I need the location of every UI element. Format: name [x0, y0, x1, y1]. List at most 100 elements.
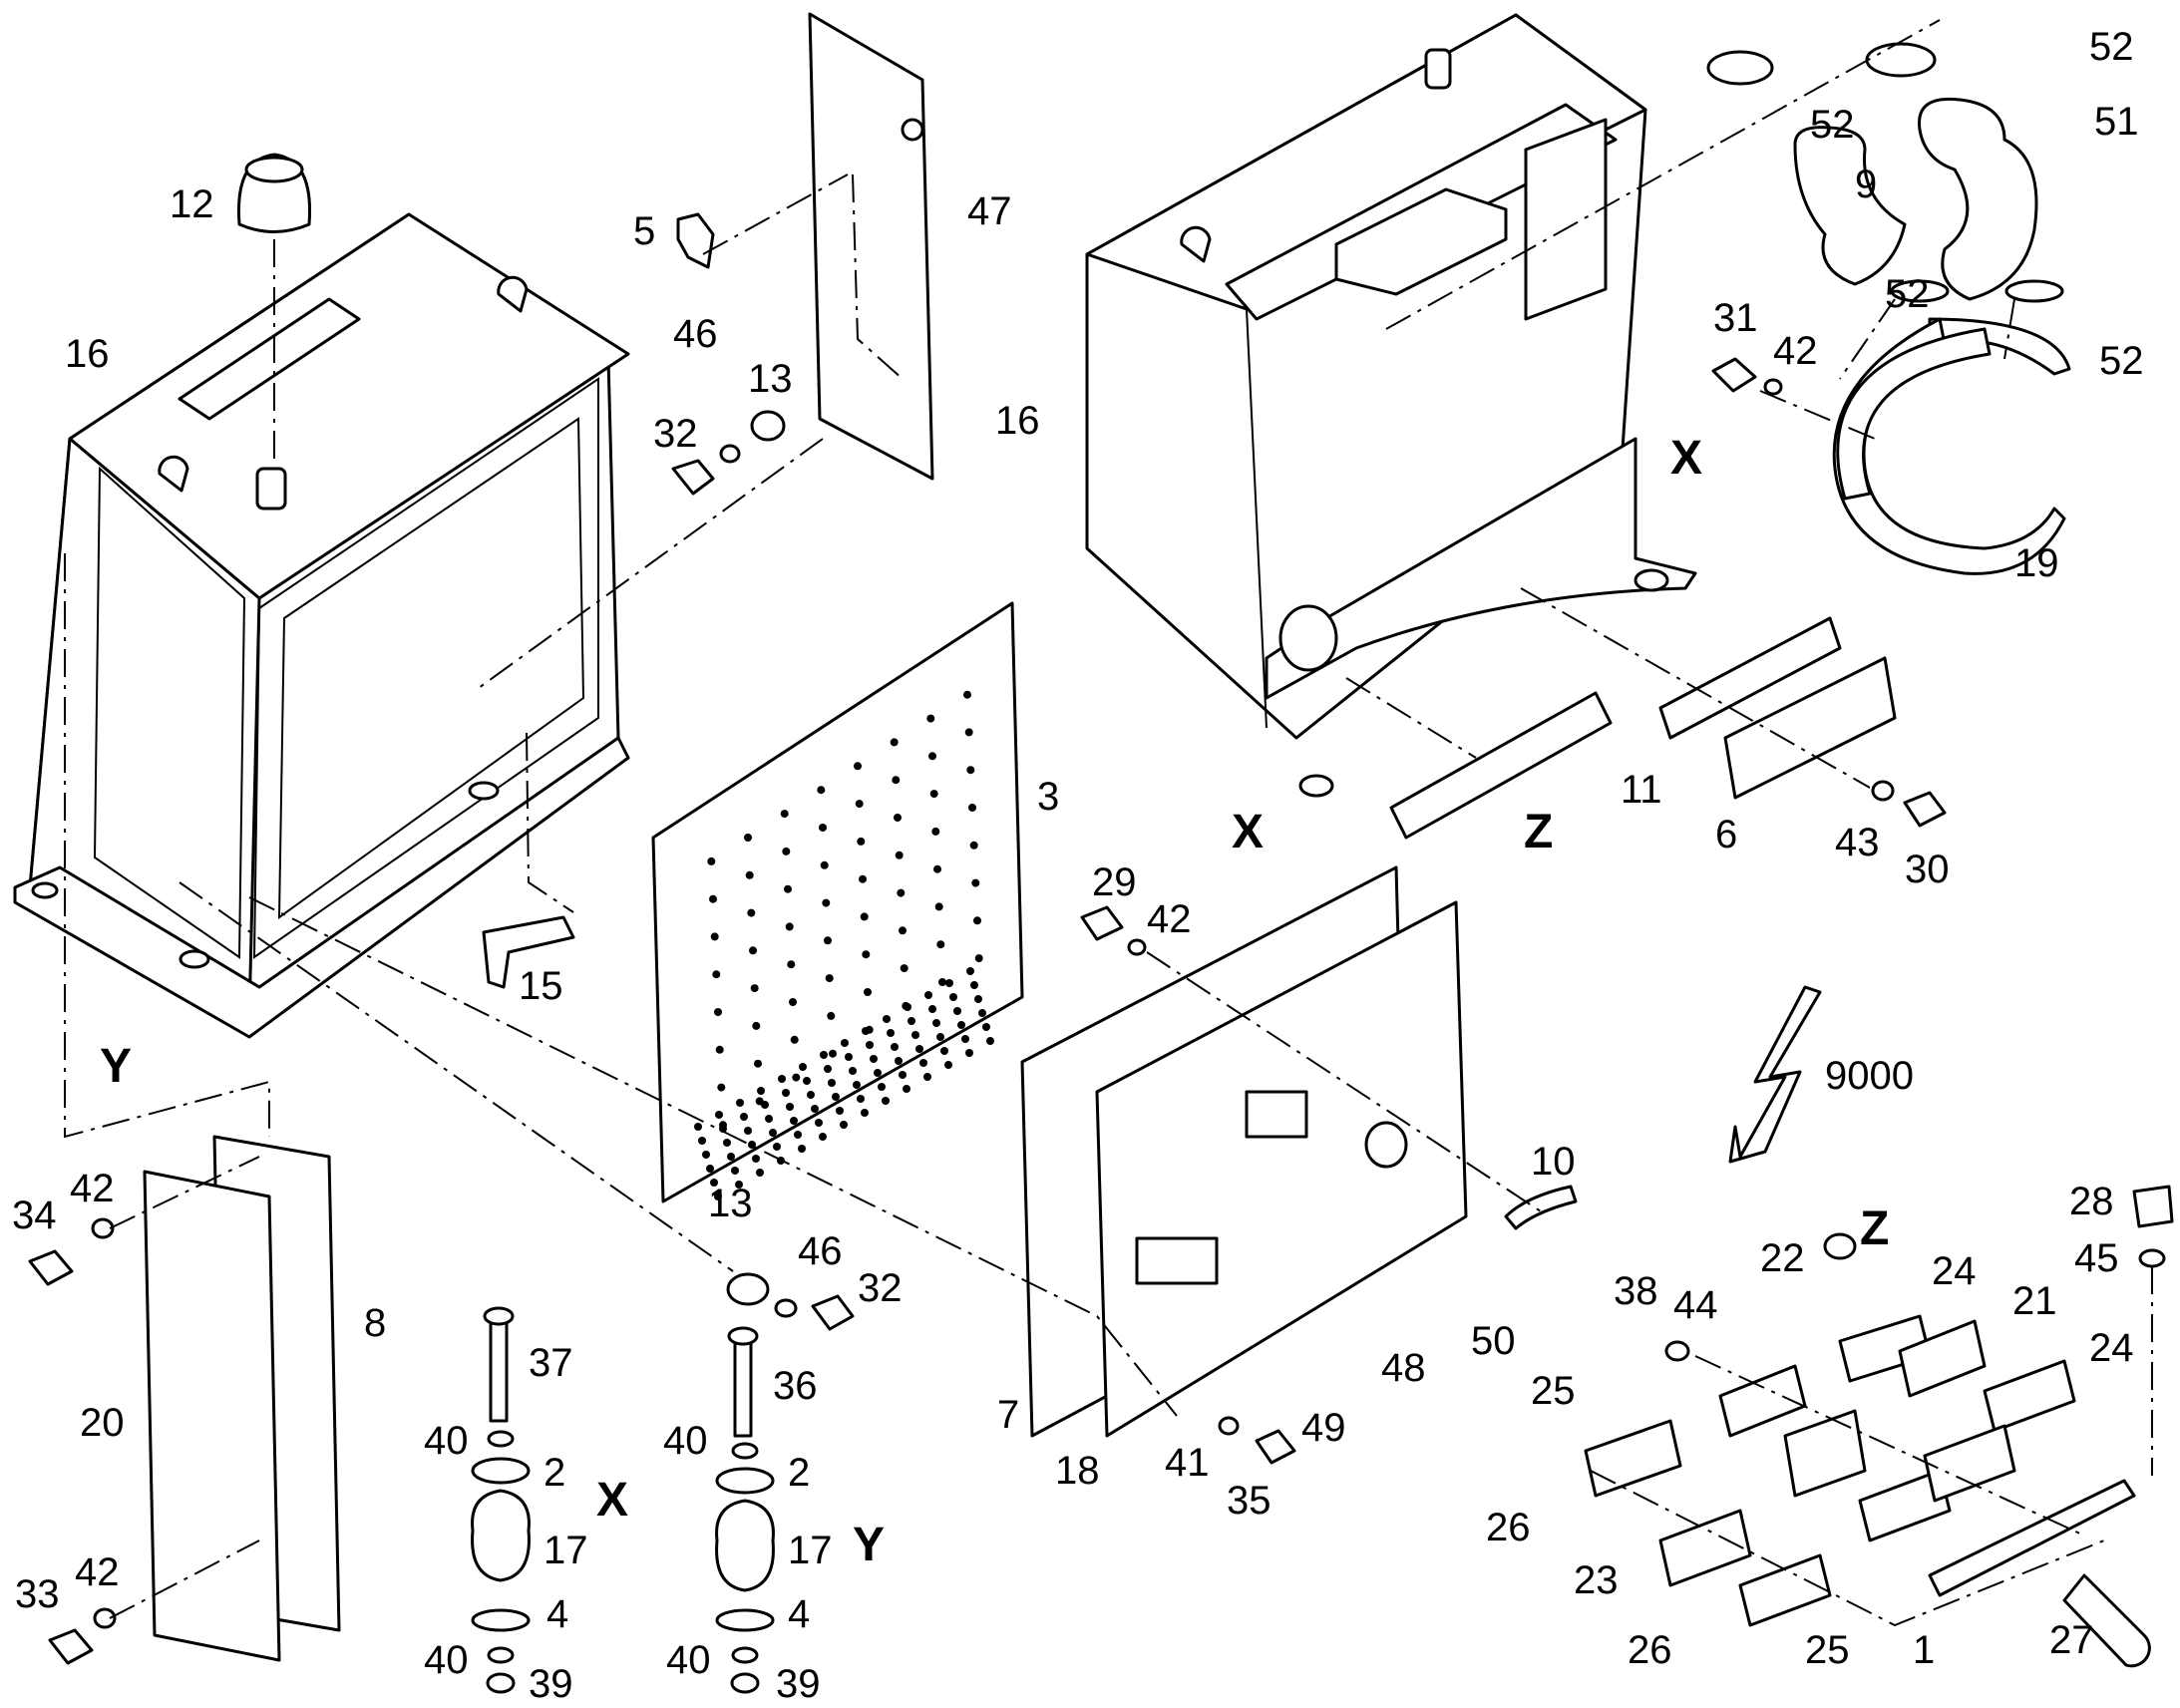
callout-3: 3 [1037, 775, 1059, 819]
callout-10: 10 [1531, 1140, 1576, 1184]
callout-26a: 26 [1486, 1506, 1531, 1549]
callout-23: 23 [1574, 1558, 1619, 1602]
callout-37: 37 [529, 1341, 573, 1385]
z-detail-parts [1584, 1185, 2174, 1668]
lock-50 [1364, 1121, 1408, 1169]
callout-27: 27 [2049, 1618, 2094, 1662]
callout-25b: 25 [1805, 1628, 1850, 1672]
callout-17b: 17 [788, 1529, 833, 1572]
callout-42d: 42 [75, 1550, 120, 1594]
callout-13b: 13 [708, 1182, 753, 1225]
callout-43: 43 [1835, 821, 1880, 864]
mark-x-bottom: X [1232, 806, 1264, 858]
callout-52b: 52 [1810, 103, 1855, 147]
bolt-33 [48, 1628, 94, 1665]
section-marks: X X Z Y X Y Z [100, 432, 1889, 1571]
callout-9: 9 [1855, 163, 1877, 206]
callout-32b: 32 [858, 1266, 903, 1310]
label-48 [1245, 1090, 1308, 1139]
callout-46b: 46 [798, 1229, 843, 1273]
callout-39a: 39 [529, 1662, 573, 1706]
bolt-30 [1903, 791, 1947, 828]
callout-39b: 39 [776, 1662, 821, 1706]
callout-26b: 26 [1628, 1628, 1672, 1672]
mark-z-main: Z [1524, 806, 1553, 858]
handle-10 [1504, 1185, 1578, 1230]
washer-46a [719, 444, 741, 464]
callout-15: 15 [519, 964, 563, 1008]
callout-labels: 12 16 5 47 46 13 32 15 16 52 52 51 9 52 … [12, 25, 2144, 1706]
washer-46b [774, 1298, 798, 1318]
callout-48: 48 [1381, 1346, 1426, 1390]
callout-4a: 4 [546, 1592, 568, 1636]
callout-40c: 40 [663, 1419, 708, 1463]
cap-12 [236, 153, 312, 233]
washer-13a [750, 410, 786, 442]
washer-42d [93, 1607, 117, 1629]
callout-45: 45 [2074, 1236, 2119, 1280]
washer-42a [1763, 378, 1783, 396]
callout-30: 30 [1905, 848, 1950, 891]
mark-x-mount: X [596, 1474, 628, 1527]
callout-24b: 24 [2089, 1326, 2134, 1370]
callout-49: 49 [1301, 1406, 1346, 1450]
cable-entry-strip-z [1389, 691, 1613, 840]
callout-50: 50 [1471, 1319, 1516, 1363]
leader-lines [64, 19, 2153, 1627]
washer-42c [91, 1217, 115, 1239]
callout-7: 7 [997, 1393, 1019, 1437]
callout-47: 47 [967, 189, 1012, 233]
bolt-31 [1711, 357, 1757, 393]
callout-52a: 52 [2089, 25, 2134, 69]
callout-5: 5 [633, 209, 655, 253]
callout-12: 12 [170, 182, 214, 226]
callout-21: 21 [2012, 1279, 2057, 1323]
bolt-35 [1255, 1429, 1296, 1465]
callout-11: 11 [1621, 768, 1662, 812]
callout-31: 31 [1713, 296, 1758, 340]
callout-34: 34 [12, 1194, 57, 1237]
callout-28: 28 [2069, 1180, 2114, 1223]
bolt-32a [671, 459, 715, 496]
plate-6 [1723, 656, 1897, 800]
callout-35: 35 [1227, 1479, 1272, 1523]
callout-41: 41 [1165, 1441, 1210, 1485]
cabinet-housing-rear [1085, 13, 1697, 798]
cover-20 [143, 1170, 281, 1662]
callout-42c: 42 [70, 1167, 115, 1210]
perforated-panel-3 [651, 601, 1024, 1203]
callout-32a: 32 [653, 412, 698, 456]
callout-24a: 24 [1932, 1249, 1977, 1293]
callout-19: 19 [2014, 541, 2059, 585]
callout-6: 6 [1715, 813, 1737, 856]
washer-42b [1127, 938, 1147, 956]
washer-43 [1871, 780, 1895, 802]
callout-44: 44 [1673, 1283, 1718, 1327]
callout-46a: 46 [673, 312, 718, 356]
mark-x-top: X [1670, 432, 1702, 485]
callout-42a: 42 [1773, 329, 1818, 373]
bolt-29 [1080, 905, 1124, 941]
mount-assembly-y [715, 1326, 775, 1694]
callout-52d: 52 [2099, 339, 2144, 383]
clip-15 [482, 915, 575, 989]
callout-1: 1 [1913, 1628, 1935, 1672]
callout-22: 22 [1760, 1236, 1805, 1280]
callout-25a: 25 [1531, 1369, 1576, 1413]
callout-16b: 16 [995, 399, 1040, 443]
label-49 [1135, 1236, 1219, 1285]
callout-2a: 2 [544, 1451, 565, 1495]
mark-z-detail: Z [1860, 1202, 1889, 1255]
door-18 [1095, 900, 1468, 1438]
callout-13a: 13 [748, 357, 793, 401]
mark-y-main: Y [100, 1040, 132, 1093]
callout-4b: 4 [788, 1592, 810, 1636]
bolt-34 [28, 1249, 74, 1286]
callout-20: 20 [80, 1401, 125, 1445]
callout-18: 18 [1055, 1449, 1100, 1493]
callout-8: 8 [364, 1301, 386, 1345]
hose-assembly [1706, 42, 2064, 303]
callout-17a: 17 [544, 1529, 588, 1572]
mount-assembly-x [471, 1306, 531, 1694]
